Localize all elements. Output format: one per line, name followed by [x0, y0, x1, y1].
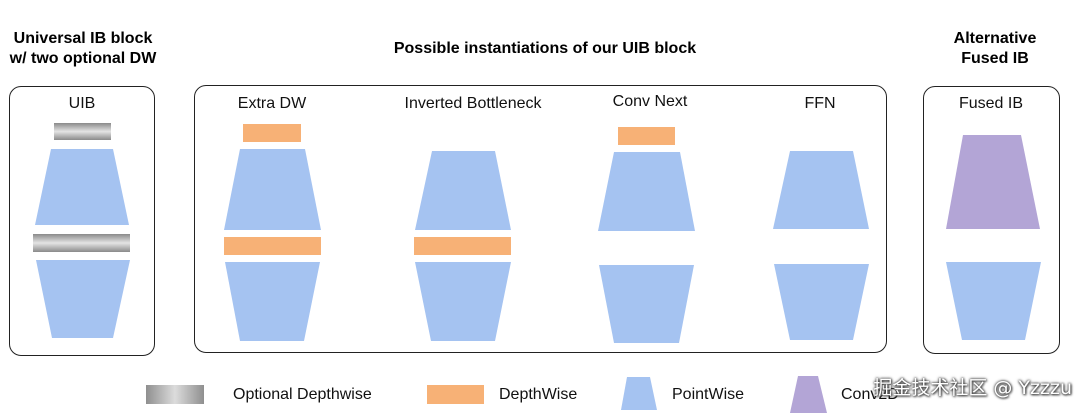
legend-conv2d-label: Conv2D — [841, 386, 899, 403]
fused-ib-conv2d — [946, 135, 1040, 229]
uib-optional-dw-top — [54, 123, 111, 140]
uib-optional-dw-middle — [33, 234, 130, 252]
inverted-bottleneck-label: Inverted Bottleneck — [404, 95, 542, 112]
legend-pointwise-label: PointWise — [672, 386, 745, 403]
uib-panel — [9, 86, 155, 356]
extra-dw-pointwise-project — [225, 262, 320, 341]
main-header: Possible instantiations of our UIB block — [393, 40, 697, 57]
convnext-pointwise-project — [599, 265, 694, 343]
fused-ib-label: Fused IB — [958, 95, 1024, 112]
ffn-pointwise-expand — [773, 151, 869, 229]
alternative-header: Alternative Fused IB — [953, 30, 1037, 67]
legend-conv2d-swatch — [790, 376, 827, 413]
extra-dw-pointwise-expand — [224, 149, 321, 230]
fused-ib-pointwise-project — [946, 262, 1041, 340]
uib-label: UIB — [68, 95, 96, 112]
instantiations-panel — [194, 85, 887, 353]
fused-ib-panel — [923, 86, 1060, 354]
extra-dw-depthwise-middle — [224, 237, 321, 255]
uib-header: Universal IB block w/ two optional DW — [9, 30, 157, 67]
legend-pointwise-swatch — [621, 377, 657, 410]
legend-optional-dw-label: Optional Depthwise — [233, 386, 372, 403]
ib-pointwise-expand — [415, 151, 511, 230]
uib-pointwise-project — [36, 260, 130, 338]
ib-pointwise-project — [415, 262, 511, 341]
legend-depthwise-label: DepthWise — [499, 386, 578, 403]
ffn-label: FFN — [804, 95, 836, 112]
convnext-pointwise-expand — [598, 152, 695, 231]
conv-next-label: Conv Next — [612, 93, 688, 110]
uib-pointwise-expand — [35, 149, 129, 225]
legend-optional-dw-swatch — [146, 385, 204, 404]
watermark: 掘金技术社区 @ Yzzzu — [873, 377, 1072, 399]
extra-dw-label: Extra DW — [237, 95, 307, 112]
convnext-depthwise-top — [618, 127, 675, 145]
extra-dw-depthwise-top — [243, 124, 301, 142]
legend-depthwise-swatch — [427, 385, 484, 404]
ffn-pointwise-project — [774, 264, 869, 340]
ib-depthwise-middle — [414, 237, 511, 255]
